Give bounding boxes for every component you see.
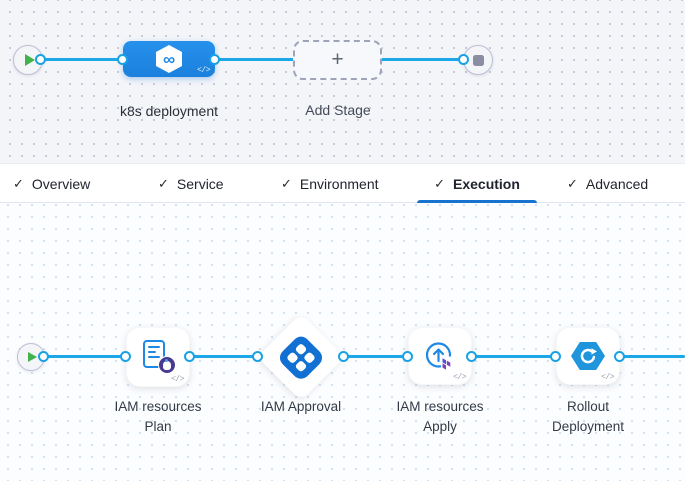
step-approval[interactable] <box>257 313 345 401</box>
step-label: IAM resources Plan <box>114 399 202 434</box>
code-view-icon: </> <box>601 373 614 382</box>
stop-icon <box>472 54 484 66</box>
play-icon <box>24 54 35 66</box>
connector-point <box>38 351 49 362</box>
step-terraform-plan[interactable]: </> <box>126 327 190 387</box>
active-tab-indicator <box>417 200 537 203</box>
tab-label: Environment <box>299 175 379 192</box>
connector-point <box>209 54 220 65</box>
cd-stage-icon: ∞ <box>156 45 182 73</box>
stage-connector-line <box>28 58 478 61</box>
connector-point <box>252 351 263 362</box>
connector-point <box>458 54 469 65</box>
rollout-deployment-icon <box>571 342 605 370</box>
tab-label: Execution <box>453 175 520 192</box>
stage-canvas: ∞ </> + k8s deployment Add Stage <box>0 0 685 163</box>
connector-point <box>117 54 128 65</box>
code-view-icon: </> <box>171 375 184 384</box>
tab-label: Advanced <box>585 175 649 192</box>
step-terraform-apply[interactable]: </> <box>408 327 472 385</box>
connector-point <box>35 54 46 65</box>
step-label: Rollout Deployment <box>551 399 625 434</box>
plan-badge-icon <box>158 356 176 374</box>
check-icon: ✓ <box>13 175 24 191</box>
tab-overview[interactable]: ✓ Overview <box>13 164 90 203</box>
connector-point <box>338 351 349 362</box>
execution-connector-line <box>31 355 685 358</box>
connector-point <box>120 351 131 362</box>
stage-node-k8s-deployment[interactable]: ∞ </> <box>123 41 215 77</box>
step-label: IAM Approval <box>260 399 342 414</box>
step-rollout-deployment[interactable]: </> <box>556 327 620 385</box>
tab-label: Service <box>176 175 224 192</box>
connector-point <box>550 351 561 362</box>
infinity-glyph: ∞ <box>162 49 176 69</box>
terraform-apply-icon <box>425 342 454 371</box>
add-stage-label: Add Stage <box>305 102 371 118</box>
tab-execution[interactable]: ✓ Execution <box>417 164 537 203</box>
check-icon: ✓ <box>281 175 292 191</box>
play-icon <box>28 352 37 362</box>
stage-label: k8s deployment <box>119 103 219 119</box>
add-stage-button[interactable]: + <box>293 40 382 80</box>
connector-point <box>402 351 413 362</box>
step-label: IAM resources Apply <box>396 399 484 434</box>
check-icon: ✓ <box>158 175 169 191</box>
connector-point <box>614 351 625 362</box>
tab-environment[interactable]: ✓ Environment <box>281 164 379 203</box>
tab-service[interactable]: ✓ Service <box>158 164 224 203</box>
check-icon: ✓ <box>567 175 578 191</box>
plus-icon: + <box>331 48 344 71</box>
check-icon: ✓ <box>434 175 445 191</box>
stage-config-tabs: ✓ Overview ✓ Service ✓ Environment ✓ Exe… <box>0 163 685 203</box>
code-view-icon: </> <box>453 373 466 382</box>
connector-point <box>184 351 195 362</box>
tab-advanced[interactable]: ✓ Advanced <box>567 164 648 203</box>
terraform-plan-icon <box>140 340 176 374</box>
execution-canvas: </> </> <box>0 203 685 481</box>
code-view-icon: </> <box>197 66 210 75</box>
connector-point <box>466 351 477 362</box>
tab-label: Overview <box>31 175 91 192</box>
approval-icon <box>276 332 326 382</box>
